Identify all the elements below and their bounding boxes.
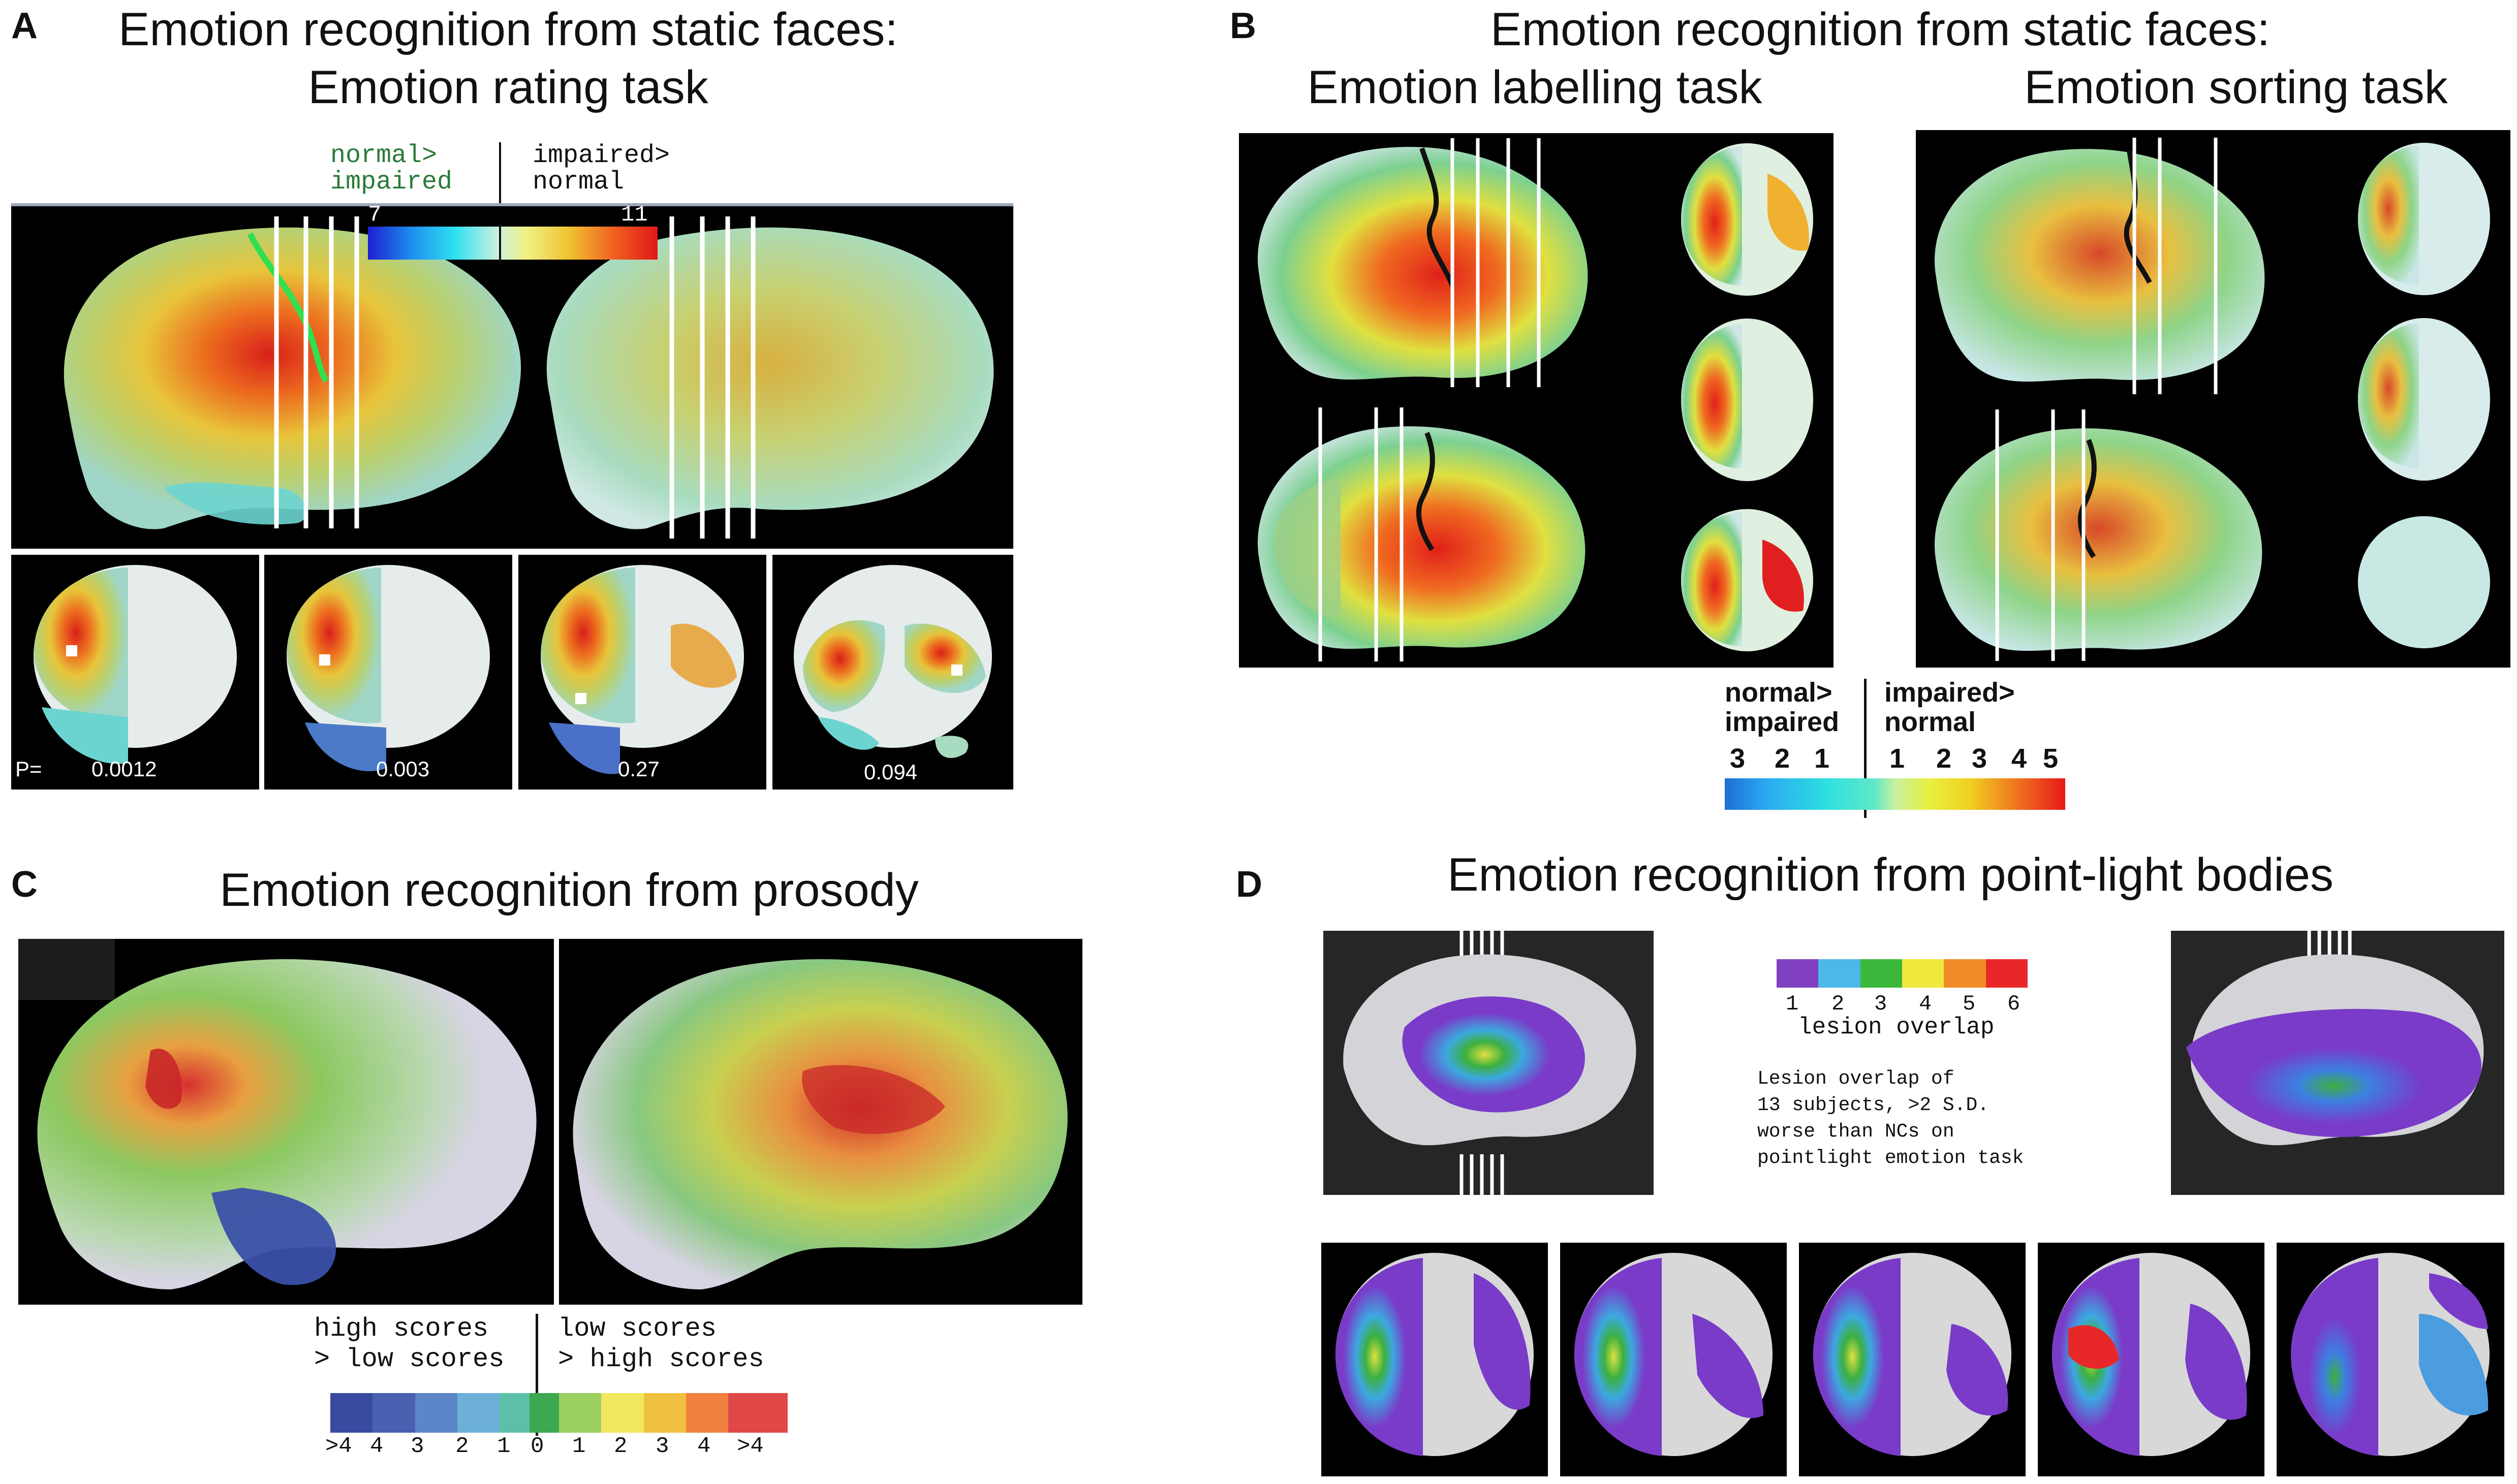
panel-b-labelling-view bbox=[1239, 133, 1834, 668]
panel-c-tick-11: >4 bbox=[737, 1434, 764, 1459]
panel-a-coronal-2 bbox=[264, 555, 512, 790]
left-hemisphere-heatmap bbox=[64, 227, 521, 529]
panel-d-tick-3: 3 bbox=[1874, 992, 1887, 1016]
panel-d-title: Emotion recognition from point-light bod… bbox=[1447, 849, 2334, 901]
panel-c-legend-right-line1: low scores bbox=[558, 1314, 717, 1344]
panel-b-legend-right-line1: impaired> bbox=[1884, 677, 2015, 708]
panel-b-legend-right-line2: normal bbox=[1884, 707, 1976, 737]
panel-a-title-line2: Emotion rating task bbox=[308, 61, 708, 113]
panel-c-right-hemisphere bbox=[559, 939, 1082, 1305]
panel-b-title-line1: Emotion recognition from static faces: bbox=[1490, 4, 2270, 55]
panel-c-tick-9: 3 bbox=[656, 1434, 669, 1459]
panel-d-lateral-right bbox=[2171, 931, 2504, 1195]
panel-c-legend-right-line2: > high scores bbox=[558, 1344, 764, 1374]
panel-c-legend-divider bbox=[536, 1314, 538, 1436]
panel-b-legend-tick-r2: 2 bbox=[1936, 743, 1952, 774]
panel-b-legend-tick-l2: 2 bbox=[1775, 743, 1790, 774]
panel-c-left-hemisphere bbox=[18, 939, 554, 1305]
panel-d-tick-2: 2 bbox=[1831, 992, 1845, 1016]
panel-d-tick-6: 6 bbox=[2007, 992, 2021, 1016]
panel-d-coronal-row bbox=[1321, 1243, 2504, 1476]
panel-d-colorbar bbox=[1777, 959, 2028, 988]
panel-b-label: B bbox=[1230, 6, 1256, 46]
panel-c-tick-10: 4 bbox=[697, 1434, 711, 1459]
panel-b-legend-tick-r3: 3 bbox=[1972, 743, 1987, 774]
panel-b-legend-tick-l1: 1 bbox=[1814, 743, 1830, 774]
panel-a-p-value-2: 0.003 bbox=[376, 757, 430, 781]
panel-d-tick-4: 4 bbox=[1919, 992, 1932, 1016]
central-sulcus-line bbox=[247, 232, 329, 383]
panel-c-title: Emotion recognition from prosody bbox=[220, 864, 919, 916]
panel-b-subtitle-left: Emotion labelling task bbox=[1307, 61, 1762, 113]
right-hemisphere-heatmap bbox=[546, 227, 994, 529]
panel-a-p-value-1: 0.0012 bbox=[91, 757, 157, 781]
panel-a-p-value-3: 0.27 bbox=[618, 757, 660, 781]
panel-a-legend-divider bbox=[499, 142, 501, 259]
panel-a-coronal-1 bbox=[11, 555, 259, 790]
panel-a-label: A bbox=[11, 6, 38, 46]
panel-b-sorting-view bbox=[1916, 130, 2510, 668]
panel-d-tick-1: 1 bbox=[1786, 992, 1799, 1016]
panel-a-colorbar bbox=[368, 227, 658, 260]
panel-d-note-line-3: worse than NCs on bbox=[1757, 1121, 1954, 1143]
panel-c-tick-8: 2 bbox=[614, 1434, 628, 1459]
panel-a-legend-right-line1: impaired> bbox=[533, 141, 670, 170]
panel-a-title-line1: Emotion recognition from static faces: bbox=[118, 4, 898, 55]
panel-a-legend-left-line1: normal> bbox=[330, 141, 438, 170]
panel-d-note-line-2: 13 subjects, >2 S.D. bbox=[1757, 1094, 1990, 1116]
panel-a-legend-left-line2: impaired bbox=[330, 168, 453, 197]
panel-c-tick-1: >4 bbox=[325, 1434, 352, 1459]
panel-c-colorbar bbox=[330, 1393, 788, 1433]
panel-d-label: D bbox=[1236, 864, 1262, 905]
panel-a-lateral-view bbox=[11, 203, 1013, 549]
panel-d-note-line-1: Lesion overlap of bbox=[1757, 1068, 1954, 1090]
panel-d-legend-caption: lesion overlap bbox=[1798, 1014, 1995, 1040]
panel-a-legend-min: 7 bbox=[368, 202, 382, 228]
panel-c-tick-2: 4 bbox=[370, 1434, 384, 1459]
panel-d-tick-5: 5 bbox=[1963, 992, 1976, 1016]
panel-c-tick-6: 0 bbox=[531, 1434, 544, 1459]
panel-b-legend-left-line2: impaired bbox=[1725, 707, 1840, 737]
panel-a-legend-right-line2: normal bbox=[533, 168, 625, 197]
panel-d-note-line-4: pointlight emotion task bbox=[1757, 1147, 2024, 1169]
panel-a-coronal-3 bbox=[518, 555, 766, 790]
panel-b-legend-tick-r5: 5 bbox=[2043, 743, 2059, 774]
panel-b-legend-left-line1: normal> bbox=[1725, 677, 1832, 708]
panel-c-label: C bbox=[11, 864, 38, 905]
panel-a-p-value-4: 0.094 bbox=[864, 760, 918, 784]
panel-c-tick-5: 1 bbox=[497, 1434, 511, 1459]
panel-a-p-prefix: P= bbox=[15, 757, 42, 781]
panel-c-legend-left-line2: > low scores bbox=[314, 1344, 505, 1374]
panel-b-subtitle-right: Emotion sorting task bbox=[2024, 61, 2448, 113]
panel-b-colorbar bbox=[1725, 778, 2065, 810]
panel-b-legend-divider bbox=[1864, 679, 1867, 818]
panel-b-legend-tick-l3: 3 bbox=[1730, 743, 1746, 774]
panel-c-legend-left-line1: high scores bbox=[314, 1314, 489, 1344]
panel-b-legend-tick-r4: 4 bbox=[2011, 743, 2027, 774]
panel-b-legend-tick-r1: 1 bbox=[1889, 743, 1905, 774]
panel-a-legend-max: 11 bbox=[621, 202, 648, 228]
panel-c-tick-7: 1 bbox=[572, 1434, 586, 1459]
panel-a-coronal-4 bbox=[772, 555, 1013, 790]
panel-c-tick-3: 3 bbox=[411, 1434, 424, 1459]
panel-c-tick-4: 2 bbox=[455, 1434, 469, 1459]
panel-d-lateral-left bbox=[1323, 931, 1654, 1195]
